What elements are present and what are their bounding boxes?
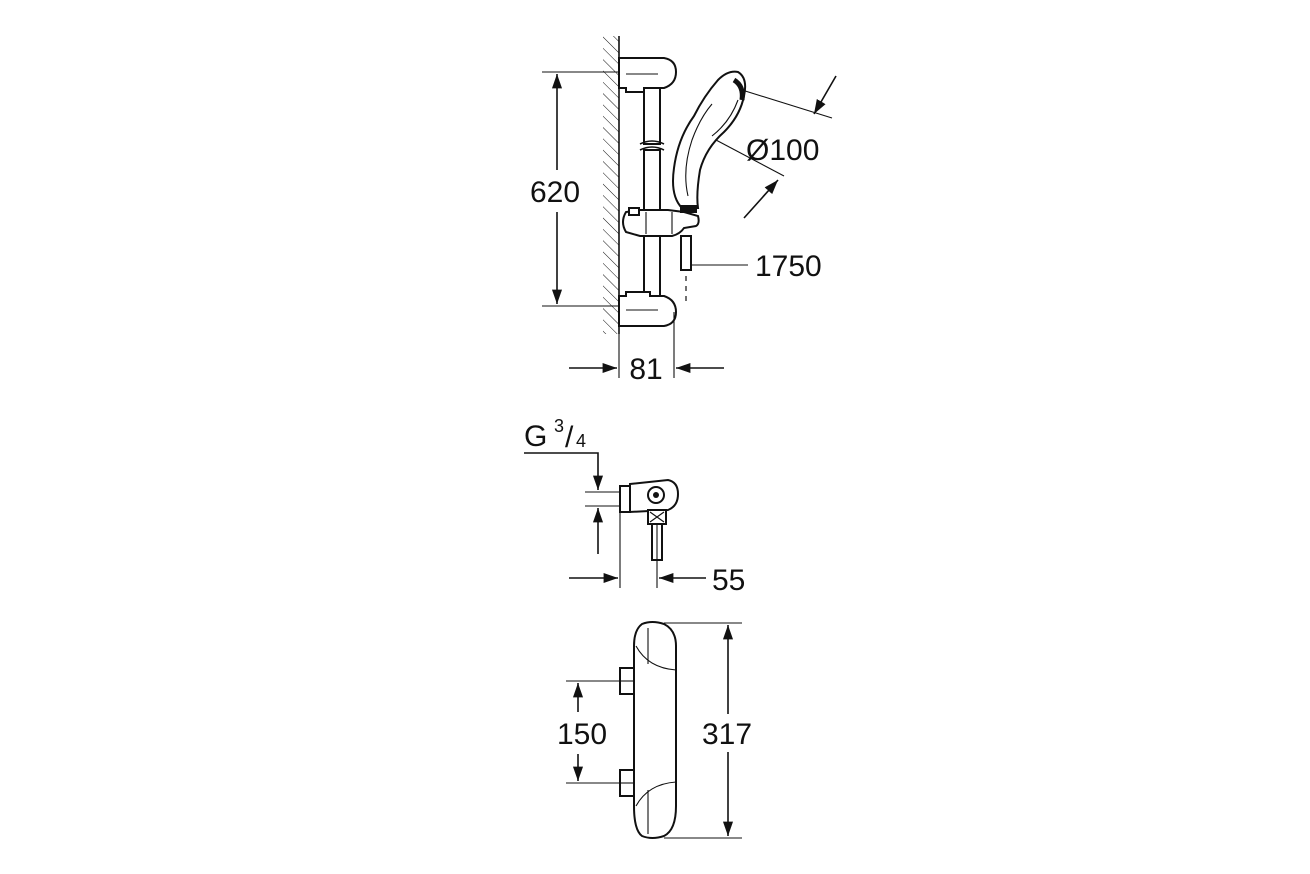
hand-shower: [672, 70, 747, 213]
hose-dimension: 1750: [692, 250, 822, 283]
inlet-spacing-dimension: 150: [557, 680, 620, 784]
thread-leader: [524, 452, 604, 490]
rail-bar-lower: [643, 235, 661, 297]
thread-numerator: 3: [554, 416, 564, 436]
lower-inlet: [619, 769, 635, 797]
top-wall-bracket: [618, 57, 678, 93]
thread-denominator: 4: [576, 431, 586, 451]
handshower-diameter-label: Ø100: [746, 134, 819, 167]
thread-label: G 3 / 4: [524, 416, 586, 454]
thread-letter: G: [524, 420, 547, 453]
connection-projection-dimension: 55: [569, 512, 745, 597]
bottom-wall-bracket: [618, 291, 678, 327]
total-height-label: 317: [702, 718, 752, 751]
hose-length-label: 1750: [755, 250, 822, 283]
connection-projection-label: 55: [712, 564, 745, 597]
connection-view: G 3 / 4 55: [524, 416, 745, 597]
upper-inlet: [619, 667, 635, 695]
fraction-slash: /: [565, 421, 574, 454]
shower-rail-view: 620 Ø100 1750 81: [530, 36, 837, 386]
diameter-dimension: Ø100: [715, 75, 837, 219]
thermostat-body: [633, 621, 677, 839]
thermostat-view: 150 317: [557, 621, 752, 839]
rail-projection-label: 81: [629, 353, 662, 386]
rail-height-label: 620: [530, 176, 580, 209]
height-dimension: 620: [530, 71, 619, 307]
inlet-spacing-label: 150: [557, 718, 607, 751]
wall-hatching: [603, 36, 620, 334]
rail-bar: [639, 87, 665, 211]
total-height-dimension: 317: [664, 622, 752, 839]
projection-dimension: 81: [569, 312, 724, 386]
slider-holder: [622, 207, 700, 306]
connection-fitting: [619, 478, 680, 561]
